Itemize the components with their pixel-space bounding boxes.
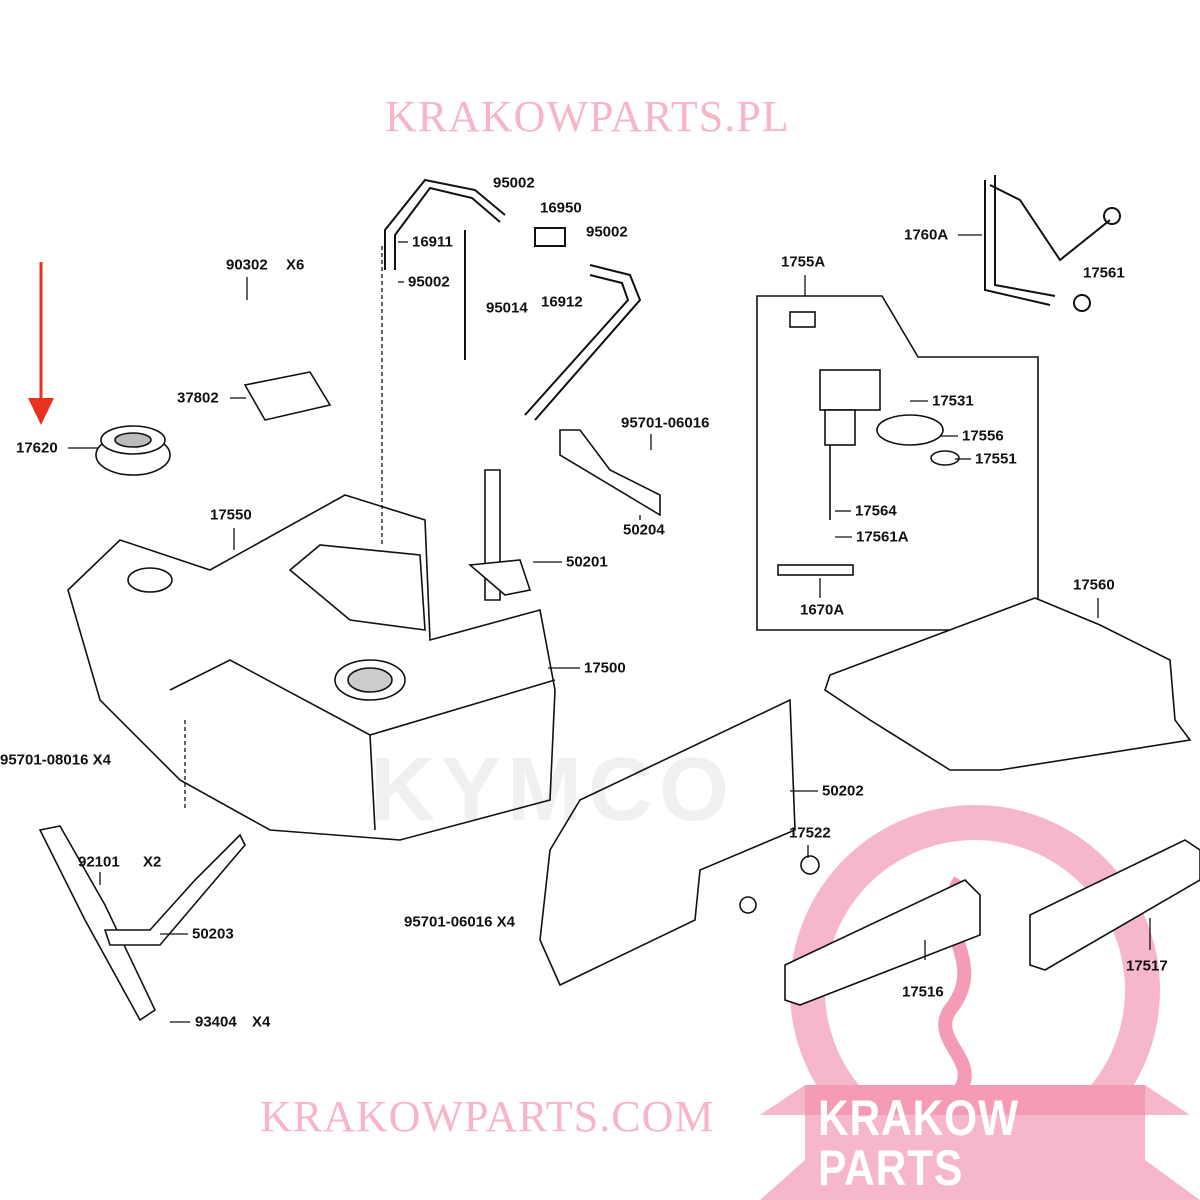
part-label: 95701-06016 X4 xyxy=(404,913,515,931)
part-label: 50203 xyxy=(192,925,234,943)
fuel-pump-assembly-1755A xyxy=(756,295,1039,631)
part-label: 95014 xyxy=(486,299,528,317)
part-label: 90302 xyxy=(226,256,268,274)
part-label: 93404 xyxy=(195,1013,237,1031)
part-label-highlighted: 17620 xyxy=(16,439,58,457)
part-label: 16911 xyxy=(412,233,453,251)
part-label: 92101 xyxy=(78,853,120,871)
part-label: 1755A xyxy=(781,253,826,271)
part-label: 95701-08016 X4 xyxy=(0,751,111,769)
part-label: 95002 xyxy=(493,174,535,192)
part-label: 95002 xyxy=(586,223,628,241)
part-label: 1760A xyxy=(904,226,949,244)
part-label: 17560 xyxy=(1073,576,1115,594)
fuel-cap-17620 xyxy=(95,425,171,476)
part-quantity: X4 xyxy=(252,1013,271,1031)
foam-blocks xyxy=(739,839,1200,1006)
part-label: 17561 xyxy=(1083,264,1125,282)
gasket-37802 xyxy=(243,371,332,421)
highlight-arrow xyxy=(28,262,54,425)
part-label: 17531 xyxy=(932,392,974,410)
guard-plate-50202 xyxy=(539,698,796,987)
part-label: 50202 xyxy=(822,782,864,800)
part-label: 37802 xyxy=(177,389,219,407)
watermark-krakowparts-com: KRAKOWPARTS.COM xyxy=(260,1092,715,1141)
breather-hoses xyxy=(384,175,1121,421)
watermark-kymco: KYMCO xyxy=(370,740,735,840)
watermark-krakowparts-pl: KRAKOWPARTS.PL xyxy=(385,92,790,141)
logo-text: KRAKOW PARTS xyxy=(818,1090,1020,1196)
part-label: 17556 xyxy=(962,427,1004,445)
part-label: 17564 xyxy=(855,502,897,520)
part-label: 95701-06016 xyxy=(621,414,710,432)
part-label: 17551 xyxy=(975,450,1017,468)
part-label: 17500 xyxy=(584,659,626,677)
bracket-50203 xyxy=(38,825,246,1022)
part-label: 17561A xyxy=(856,528,909,546)
part-label: 17522 xyxy=(789,824,831,842)
part-label: 17516 xyxy=(902,983,944,1001)
part-label: 17550 xyxy=(210,506,252,524)
leader-lines xyxy=(68,234,1151,1023)
fuel-tank-17500 xyxy=(67,494,556,841)
part-quantity: X6 xyxy=(286,256,305,274)
part-label: 17517 xyxy=(1126,957,1168,975)
part-label: 95002 xyxy=(408,273,450,291)
part-label: 1670A xyxy=(800,601,845,619)
part-label: 16912 xyxy=(541,293,583,311)
heat-shield-17560 xyxy=(824,597,1192,771)
part-label: 50204 xyxy=(623,521,665,539)
part-quantity: X2 xyxy=(143,853,162,871)
part-label: 50201 xyxy=(566,553,608,571)
brackets xyxy=(468,429,661,601)
part-label: 16950 xyxy=(540,199,582,217)
